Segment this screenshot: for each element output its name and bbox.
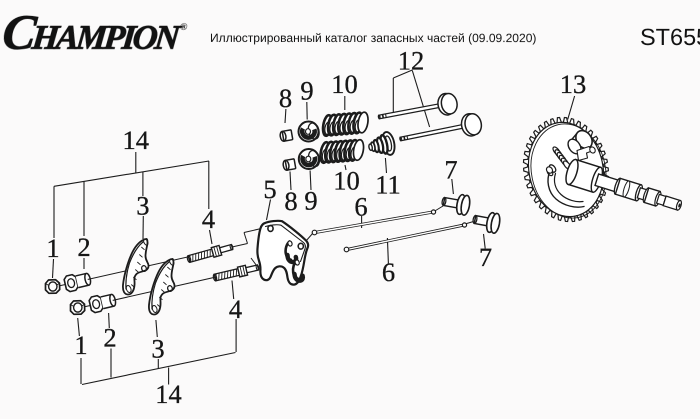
svg-text:8: 8 [284,186,297,216]
svg-text:10: 10 [333,165,360,195]
svg-text:4: 4 [202,204,215,234]
svg-text:3: 3 [151,333,164,363]
svg-text:14: 14 [155,379,182,409]
svg-text:5: 5 [263,174,276,204]
svg-text:1: 1 [74,330,87,360]
svg-text:3: 3 [136,190,149,220]
svg-text:8: 8 [279,83,292,113]
svg-text:4: 4 [229,294,242,324]
svg-text:9: 9 [300,75,313,105]
svg-text:10: 10 [331,69,358,99]
svg-text:11: 11 [375,169,401,199]
svg-text:2: 2 [103,322,116,352]
svg-text:6: 6 [382,257,395,287]
svg-text:1: 1 [46,233,59,263]
svg-text:2: 2 [77,232,90,262]
svg-text:7: 7 [479,242,492,272]
svg-text:6: 6 [354,191,367,221]
svg-text:12: 12 [398,45,425,75]
svg-text:7: 7 [444,154,457,184]
svg-text:13: 13 [560,69,587,99]
svg-text:9: 9 [304,185,317,215]
svg-text:14: 14 [123,125,150,155]
